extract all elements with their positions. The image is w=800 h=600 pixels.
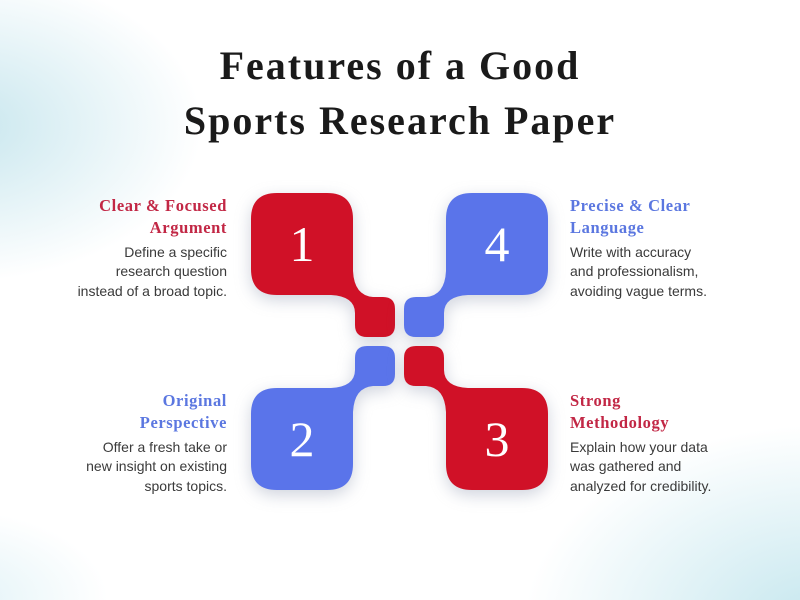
feature-description-3: Explain how your data was gathered and a… [570,438,712,494]
step-number-1: 1 [289,216,315,272]
feature-heading-2: Original Perspective [139,391,227,433]
feature-heading-4: Precise & Clear Language [570,196,691,238]
step-number-2: 2 [289,411,315,467]
step-number-4: 4 [484,216,510,272]
step-number-3: 3 [484,411,510,467]
feature-block-2: Original Perspective Offer a fresh take … [65,390,227,496]
feature-description-2: Offer a fresh take or new insight on exi… [86,438,227,494]
feature-heading-3: Strong Methodology [570,391,670,433]
feature-description-4: Write with accuracy and professionalism,… [570,243,707,299]
feature-heading-1: Clear & Focused Argument [99,196,227,238]
page-title: Features of a Good Sports Research Paper [183,43,617,144]
feature-block-3: Strong Methodology Explain how your data… [570,390,732,496]
feature-description-1: Define a specific research question inst… [77,243,227,299]
feature-block-4: Precise & Clear Language Write with accu… [570,195,732,301]
feature-block-1: Clear & Focused Argument Define a specif… [65,195,227,301]
